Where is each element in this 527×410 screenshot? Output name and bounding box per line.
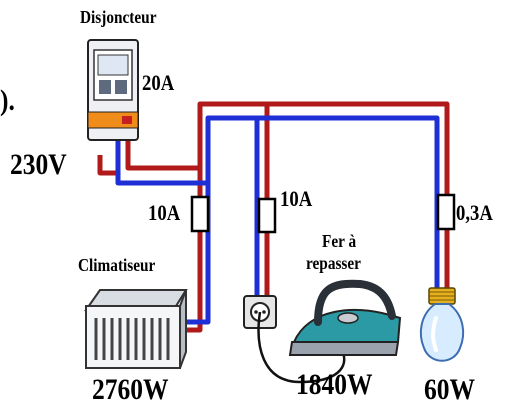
breaker-label: Disjoncteur: [80, 7, 157, 27]
iron-appliance: [288, 279, 402, 356]
fuse-lamp: [436, 193, 456, 231]
phase-main-wire: [125, 101, 450, 290]
breaker-box: [87, 39, 139, 141]
heater-unit: [84, 289, 188, 369]
iron-power-label: 1840W: [296, 368, 373, 401]
phase-heater-wire: [186, 168, 203, 333]
voltage-label: 230V: [10, 148, 67, 181]
neutral-main-wire: [115, 115, 440, 290]
fuse-lamp-label: 0,3A: [456, 200, 493, 225]
heater-power-label: 2760W: [92, 373, 169, 406]
iron-name-line1: Fer à: [322, 231, 357, 251]
heater-name-label: Climatiseur: [78, 255, 156, 275]
breaker-rating-label: 20A: [142, 70, 175, 95]
supply-phase-wire: [97, 155, 118, 176]
iron-name-line2: repasser: [306, 253, 361, 273]
fuse-heater: [190, 195, 210, 233]
lamp-bulb: [419, 287, 465, 362]
left-edge-mark: ).: [0, 84, 15, 117]
fuse-outlet: [257, 197, 277, 234]
fuse-outlet-label: 10A: [280, 186, 313, 211]
lamp-power-label: 60W: [424, 373, 475, 406]
fuse-heater-label: 10A: [148, 200, 181, 225]
